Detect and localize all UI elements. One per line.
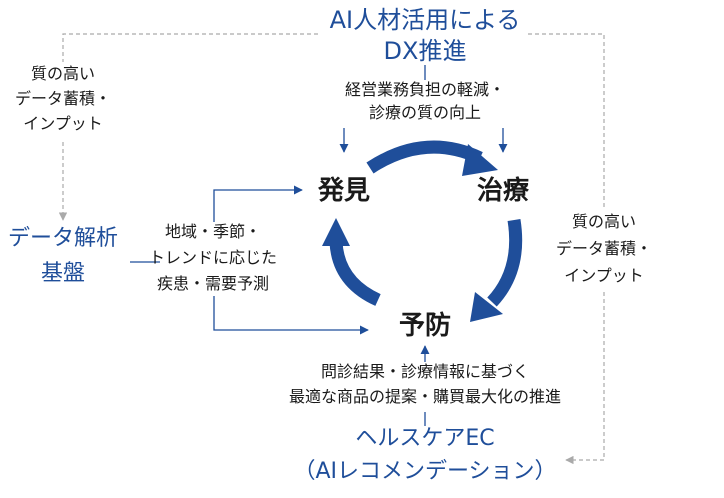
cycle-arrow-discovery-to-treatment bbox=[366, 140, 483, 174]
node-treatment: 治療 bbox=[476, 176, 530, 206]
dashed-connector-left bbox=[62, 33, 318, 62]
cycle-arrow-prevention-to-discovery bbox=[329, 241, 381, 306]
cycle-arrowhead-3 bbox=[322, 218, 350, 246]
top-note-line1: 経営業務負担の軽減・ bbox=[344, 80, 506, 99]
left-data-note-line3: インプット bbox=[23, 114, 103, 133]
left-heading-line2: 基盤 bbox=[40, 261, 86, 286]
cycle-arrowhead-2 bbox=[470, 292, 503, 322]
left-data-note-line1: 質の高い bbox=[30, 64, 96, 83]
top-note-line2: 診療の質の向上 bbox=[368, 103, 482, 122]
dashed-arrow-right bbox=[565, 292, 605, 465]
cycle-arrow-treatment-to-prevention bbox=[487, 218, 523, 307]
bottom-note-line1: 問診結果・診療情報に基づく bbox=[320, 362, 530, 381]
center-note-line1: 地域・季節・ bbox=[164, 222, 262, 241]
left-arrow-to-prevention bbox=[213, 296, 369, 335]
node-prevention: 予防 bbox=[398, 311, 452, 341]
cycle-arrowhead-1 bbox=[462, 144, 498, 176]
right-data-note-line3: インプット bbox=[564, 266, 644, 285]
right-data-note-line1: 質の高い bbox=[571, 212, 637, 231]
bottom-note-line2: 最適な商品の提案・購買最大化の推進 bbox=[288, 387, 562, 406]
center-note-line2: トレンドに応じた bbox=[148, 248, 278, 267]
top-heading-line2: DX推進 bbox=[383, 37, 467, 65]
dashed-connector-right bbox=[528, 33, 605, 210]
right-data-note-line2: データ蓄積・ bbox=[555, 239, 653, 258]
center-note-line3: 疾患・需要予測 bbox=[156, 274, 270, 293]
top-heading-line1: AI人材活用による bbox=[329, 6, 521, 34]
bottom-heading-line2: （AIレコメンデーション） bbox=[293, 459, 557, 484]
node-discovery: 発見 bbox=[317, 176, 371, 206]
left-heading-line1: データ解析 bbox=[7, 226, 119, 251]
left-data-note-line2: データ蓄積・ bbox=[14, 89, 112, 108]
bottom-heading-line1: ヘルスケアEC bbox=[355, 426, 495, 451]
left-arrow-to-discovery bbox=[213, 185, 303, 222]
